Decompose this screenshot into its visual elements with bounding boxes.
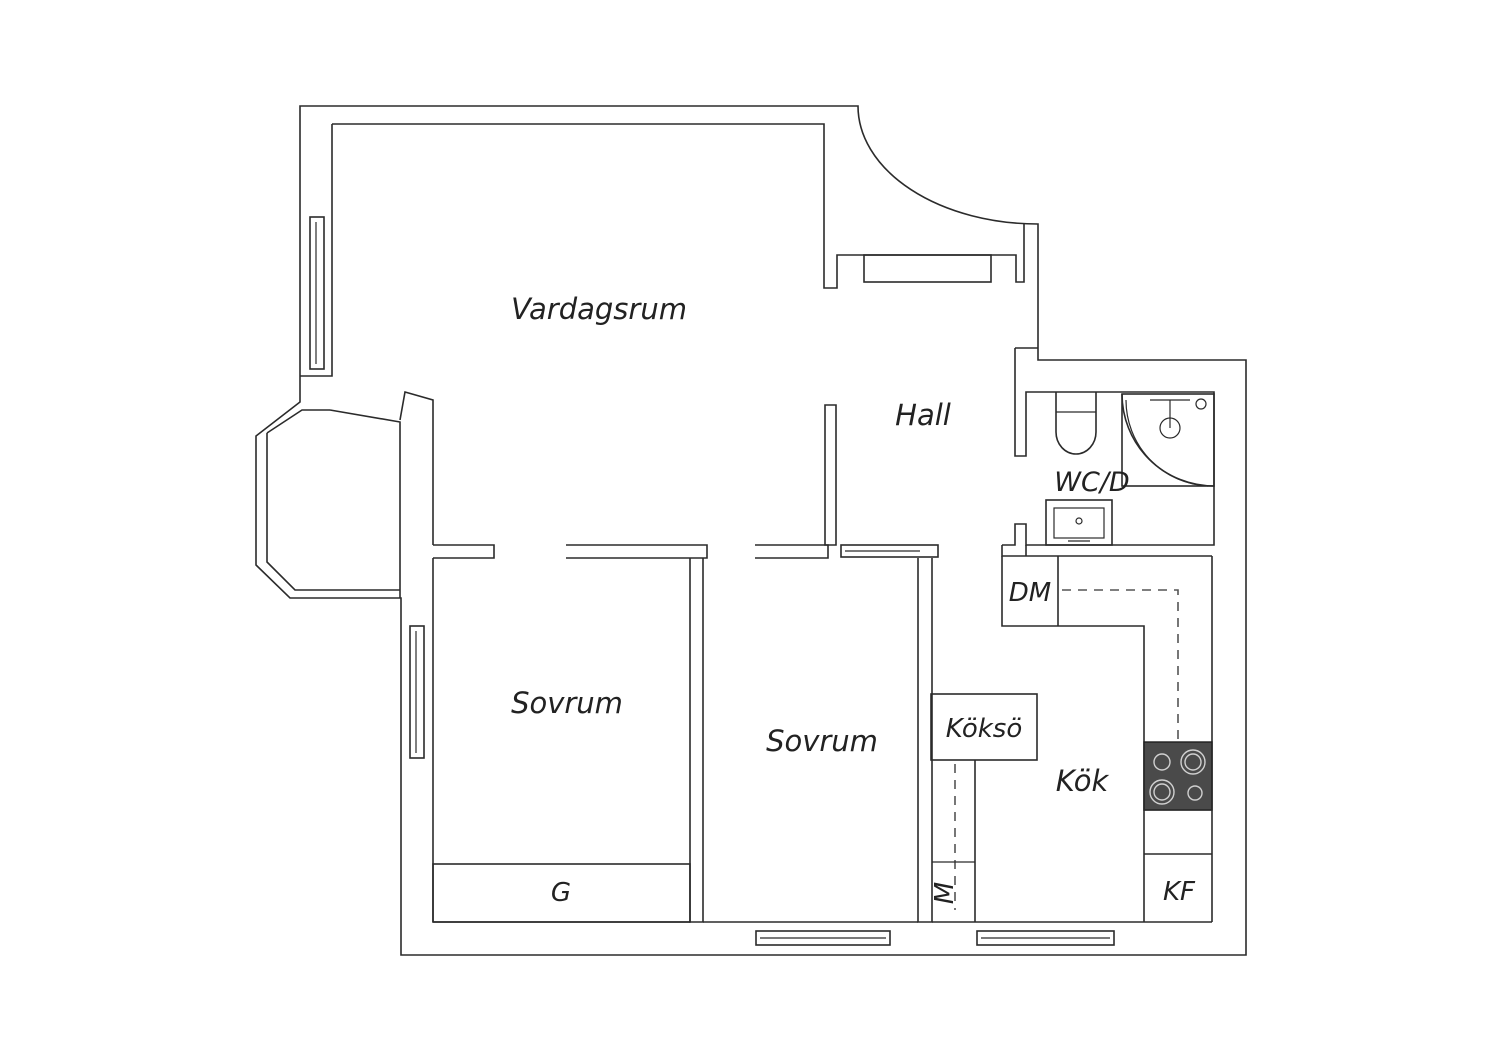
label-bedroom-right: Sovrum <box>766 724 878 758</box>
interior-walls <box>433 404 1212 923</box>
kitchen-fixtures <box>930 556 1213 922</box>
label-wardrobe: G <box>551 878 571 908</box>
wardrobe-unit <box>432 863 691 923</box>
label-kitchen-island: Köksö <box>946 714 1023 744</box>
label-hall: Hall <box>895 398 951 432</box>
label-dishwasher: DM <box>1009 578 1051 608</box>
bathroom-fixtures <box>1045 392 1215 546</box>
hall-wardrobe <box>863 254 992 283</box>
shower-icon <box>1121 393 1215 487</box>
label-washer: M <box>930 882 960 904</box>
stove-icon <box>1143 741 1213 811</box>
outer-walls <box>255 105 1247 956</box>
windows <box>309 216 1115 946</box>
label-bathroom: WC/D <box>1054 467 1129 498</box>
sink-icon <box>1045 499 1113 546</box>
label-kitchen: Kök <box>1056 764 1110 798</box>
toilet-icon <box>1055 392 1097 455</box>
room-labels: Vardagsrum Hall WC/D Sovrum Sovrum Kök K… <box>511 292 1196 908</box>
label-living-room: Vardagsrum <box>511 292 687 326</box>
label-bedroom-left: Sovrum <box>511 686 623 720</box>
label-fridge-freezer: KF <box>1163 877 1196 907</box>
